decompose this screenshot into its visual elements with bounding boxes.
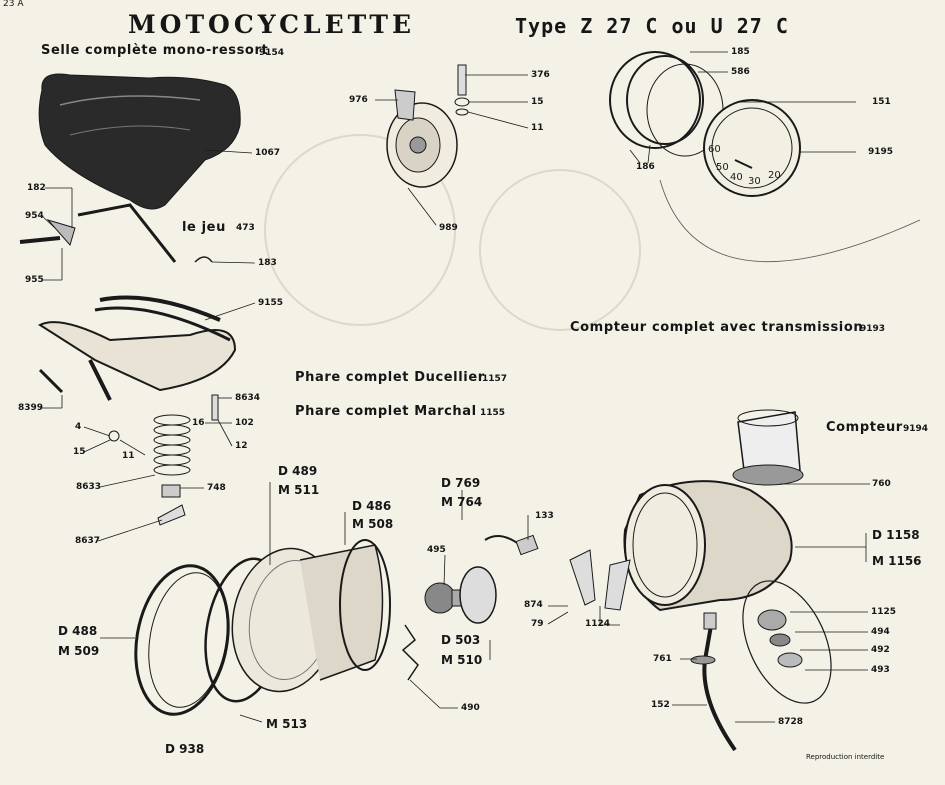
horn-drawing xyxy=(386,64,470,188)
ref-label: 79 xyxy=(531,619,544,629)
saddle-frame-drawing xyxy=(37,295,237,401)
dial-digit: 60 xyxy=(708,144,721,155)
dial-digit: 30 xyxy=(748,176,761,187)
caption-compteur-number: 9194 xyxy=(903,424,929,434)
ref-label: 874 xyxy=(524,600,543,610)
dial-digit: 20 xyxy=(768,170,781,181)
ref-label: 8637 xyxy=(75,536,101,546)
headlamp-body-drawing xyxy=(623,409,804,612)
speedometer-dial-digits: 60 50 40 30 20 xyxy=(708,144,781,187)
ref-label: 182 xyxy=(27,183,46,193)
ref-label: 976 xyxy=(349,95,368,105)
ref-label: 493 xyxy=(871,665,890,675)
ref-label: 186 xyxy=(636,162,655,172)
ref-label: 494 xyxy=(871,627,890,637)
ref-label: 586 xyxy=(731,67,750,77)
speedometer-drawing xyxy=(609,51,801,197)
page-number: 23 A xyxy=(3,0,24,9)
page-title: MOTOCYCLETTE xyxy=(128,10,416,39)
bleed-through-circle xyxy=(264,134,456,326)
variant-label: M 1156 xyxy=(872,554,922,568)
caption-selle-number: 9154 xyxy=(259,48,285,58)
bulb-holder-drawing xyxy=(401,534,539,681)
variant-label: D 486 xyxy=(352,499,392,513)
ref-label: 989 xyxy=(439,223,458,233)
ref-label: 8728 xyxy=(778,717,804,727)
leader-lines xyxy=(40,51,870,723)
ref-label: 11 xyxy=(531,123,544,133)
ref-label: 183 xyxy=(258,258,277,268)
bleed-through-circle xyxy=(479,169,641,331)
variant-label: D 938 xyxy=(165,742,205,756)
footer-note: Reproduction interdite xyxy=(806,753,885,761)
caption-compteur-complet: Compteur complet avec transmission xyxy=(570,320,864,335)
caption-phare-marchal-number: 1155 xyxy=(480,408,506,418)
variant-label: M 513 xyxy=(266,717,308,731)
variant-label: M 510 xyxy=(441,653,483,667)
variant-label: M 511 xyxy=(278,483,320,497)
ref-label: 11 xyxy=(122,451,135,461)
ref-label: 748 xyxy=(207,483,226,493)
caption-phare-marchal: Phare complet Marchal xyxy=(295,404,477,419)
caption-compteur-complet-number: 9193 xyxy=(860,324,886,334)
ref-label: 151 xyxy=(872,97,891,107)
switch-parts-drawing xyxy=(569,549,832,704)
variant-label: D 489 xyxy=(278,464,318,478)
ref-label: 15 xyxy=(73,447,86,457)
ref-label: 185 xyxy=(731,47,750,57)
caption-phare-ducellier: Phare complet Ducellier xyxy=(295,370,485,385)
saddle-spring-drawing xyxy=(108,394,219,526)
ref-label: 954 xyxy=(25,211,44,221)
ref-label: 8634 xyxy=(235,393,261,403)
variant-label: D 488 xyxy=(58,624,98,638)
ref-label: 4 xyxy=(75,422,82,432)
ref-label: 490 xyxy=(461,703,480,713)
ref-label: 12 xyxy=(235,441,248,451)
ref-label: 152 xyxy=(651,700,670,710)
variant-label: D 769 xyxy=(441,476,481,490)
ref-label: 761 xyxy=(653,654,672,664)
ref-label: 376 xyxy=(531,70,550,80)
speedometer-cable-outline xyxy=(659,179,921,263)
speedometer-cable-drawing xyxy=(690,612,737,752)
variant-label: D 1158 xyxy=(872,528,920,542)
caption-phare-ducellier-number: 1157 xyxy=(482,374,508,384)
ref-label: 492 xyxy=(871,645,890,655)
ref-label: 760 xyxy=(872,479,891,489)
ref-label: 133 xyxy=(535,511,554,521)
ref-label: 955 xyxy=(25,275,44,285)
ref-label: 15 xyxy=(531,97,544,107)
ref-label: 8633 xyxy=(76,482,102,492)
ref-label: 102 xyxy=(235,418,254,428)
caption-jeu: le jeu xyxy=(182,220,226,235)
caption-compteur: Compteur xyxy=(826,420,903,435)
dial-digit: 50 xyxy=(716,162,729,173)
ref-label: 9155 xyxy=(258,298,284,308)
dial-digit: 40 xyxy=(730,172,743,183)
variant-label: M 509 xyxy=(58,644,100,658)
ref-label: 9195 xyxy=(868,147,894,157)
variant-label: M 508 xyxy=(352,517,394,531)
variant-label: D 503 xyxy=(441,633,481,647)
headlamp-rings-drawing xyxy=(134,539,391,716)
ref-label: 1124 xyxy=(585,619,611,629)
variant-label: M 764 xyxy=(441,495,483,509)
saddle-drawing xyxy=(19,73,241,263)
caption-jeu-number: 473 xyxy=(236,223,255,233)
ref-label: 16 xyxy=(192,418,205,428)
ref-label: 495 xyxy=(427,545,446,555)
caption-selle: Selle complète mono-ressort xyxy=(41,43,269,58)
page-subtitle: Type Z 27 C ou U 27 C xyxy=(515,14,789,38)
ref-label: 8399 xyxy=(18,403,44,413)
ref-label: 1125 xyxy=(871,607,897,617)
ref-label: 1067 xyxy=(255,148,281,158)
